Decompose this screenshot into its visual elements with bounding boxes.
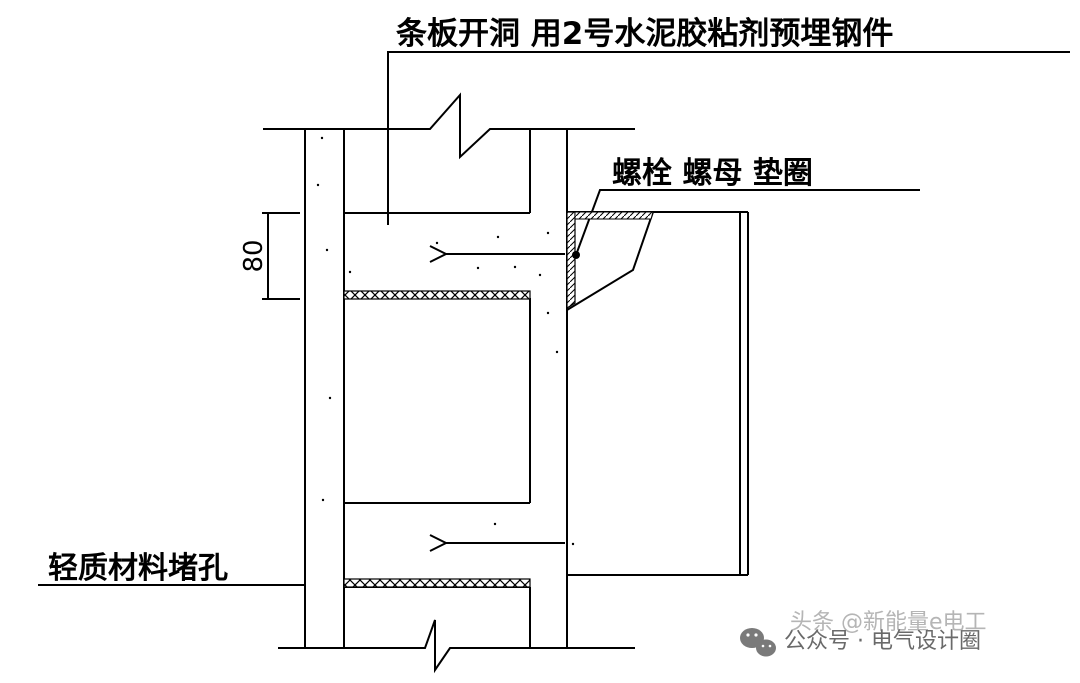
top-label-leader [387, 51, 1070, 225]
concrete-speckles [316, 136, 575, 546]
anchor-bottom [429, 534, 449, 552]
plug-strip-top [343, 290, 531, 300]
bottom-break-line [278, 619, 635, 674]
bolt-label-leader [575, 189, 920, 256]
bolt-dot [572, 251, 580, 259]
watermark-line2: 公众号 · 电气设计圈 [784, 629, 981, 654]
bracket-weld [566, 211, 576, 310]
dimension-label: 80 [239, 239, 269, 272]
wechat-icon [740, 628, 776, 657]
bracket-top-plate [574, 211, 654, 220]
top-label: 条板开洞 用2号水泥胶粘剂预埋钢件 [396, 16, 893, 52]
anchor-top [429, 245, 449, 263]
plug-strip-bottom [343, 578, 531, 588]
watermark-line1: 头条 @新能量e电工 [790, 610, 987, 635]
top-break-line [263, 92, 635, 160]
plug-label: 轻质材料堵孔 [48, 551, 228, 586]
steel-bracket [566, 211, 655, 311]
bolt-label: 螺栓 螺母 垫圈 [612, 156, 813, 191]
watermark: 头条 @新能量e电工 公众号 · 电气设计圈 [740, 610, 987, 657]
equipment-box [567, 211, 741, 576]
